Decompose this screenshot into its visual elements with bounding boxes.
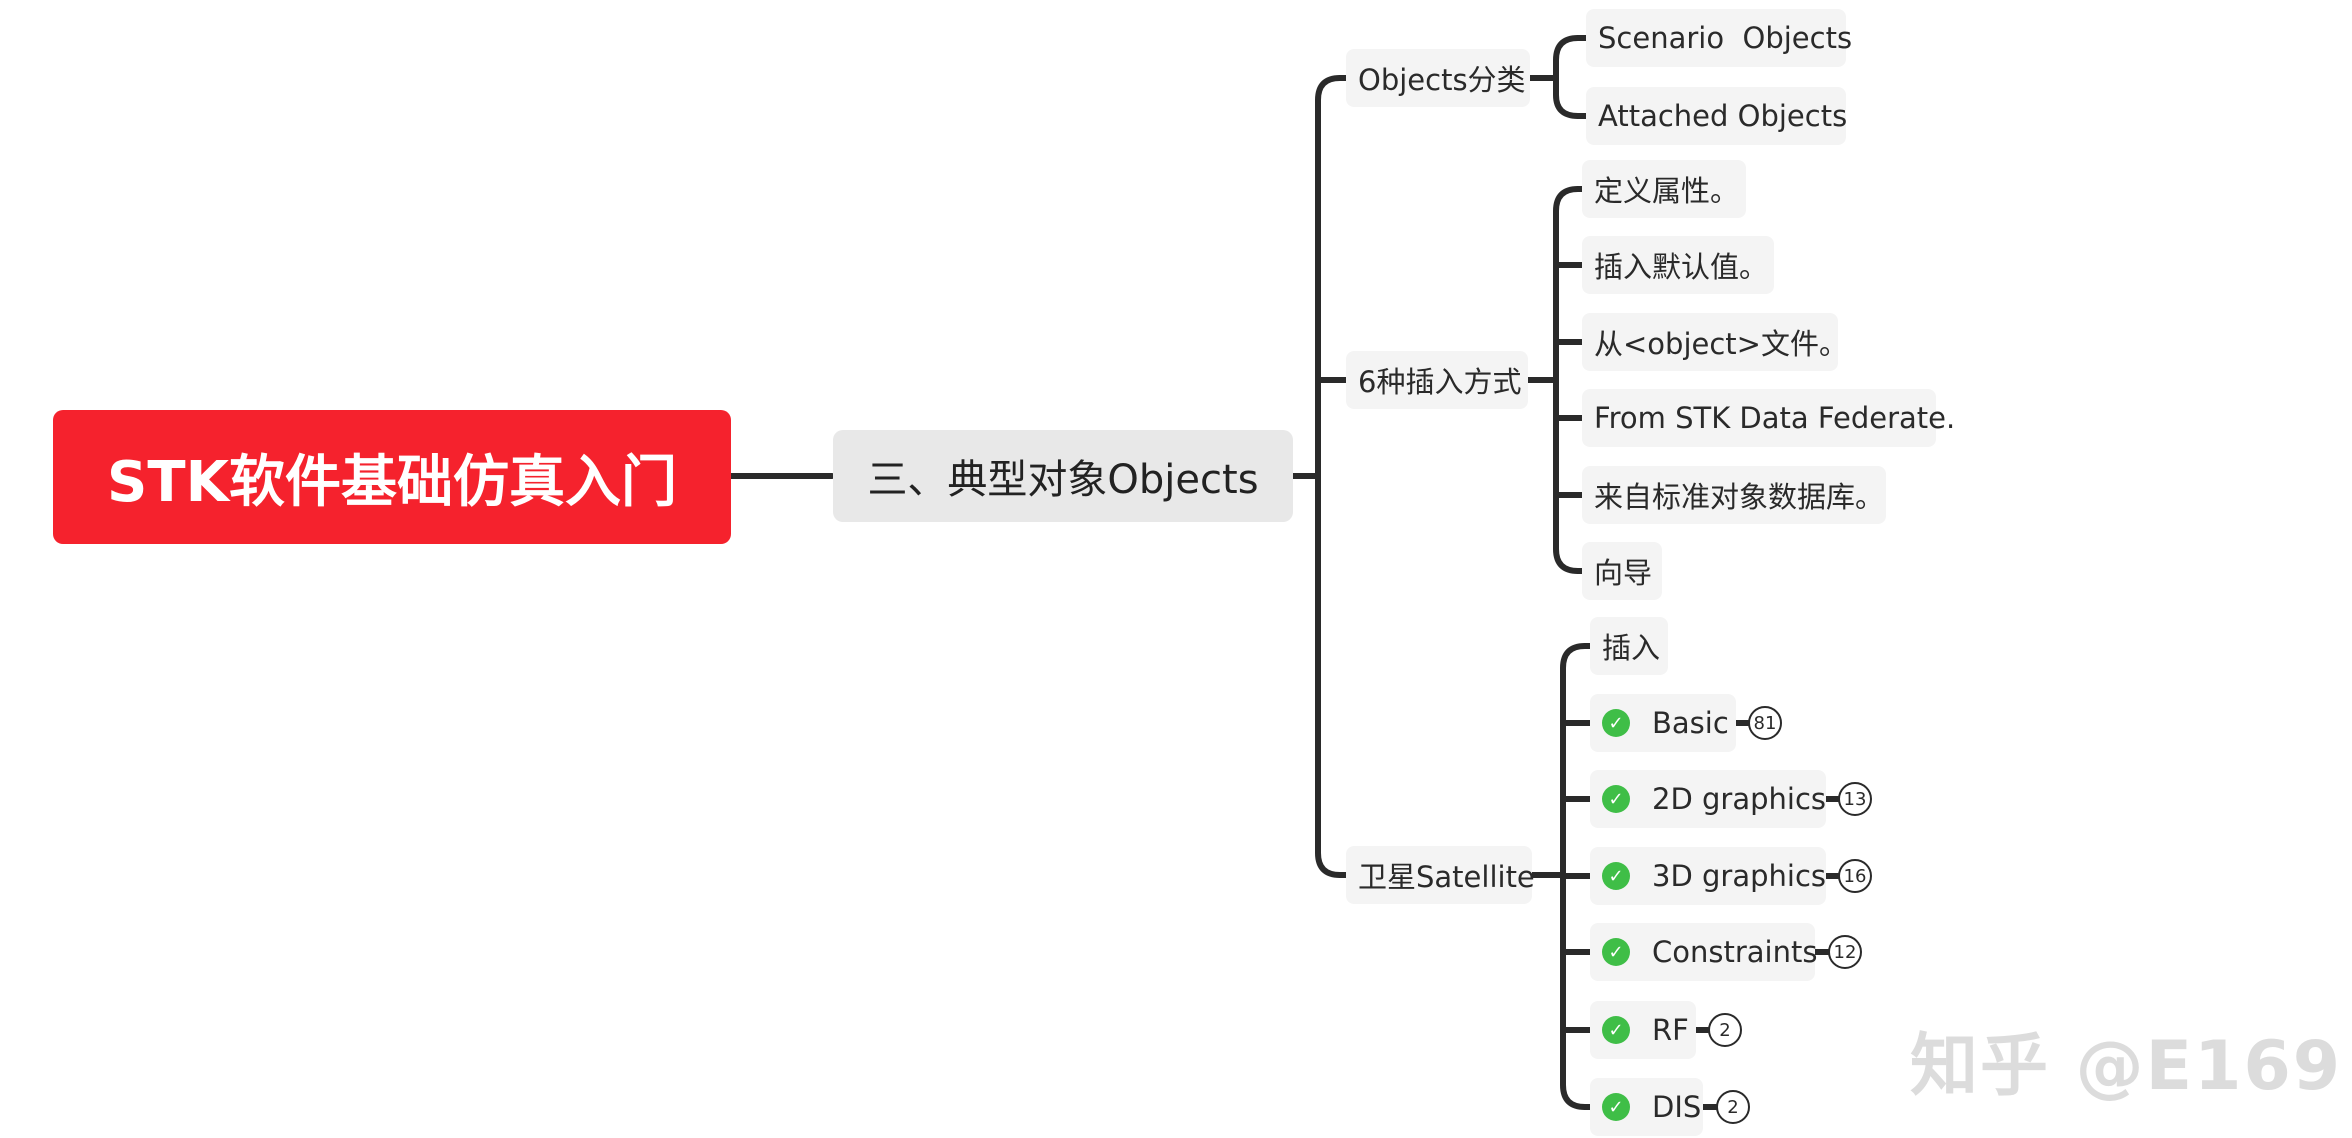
branch-label: 卫星Satellite <box>1358 860 1535 894</box>
leaf-label: RF <box>1652 1013 1689 1047</box>
branch-objects-classification[interactable]: Objects分类 <box>1346 49 1530 107</box>
branch-label: 6种插入方式 <box>1358 365 1522 399</box>
leaf-insert-method[interactable]: From STK Data Federate. <box>1582 389 1955 447</box>
count-badge[interactable]: 12 <box>1828 935 1862 969</box>
watermark: 知乎 @E169 <box>1910 1027 2343 1106</box>
leaf-satellite-constraints[interactable]: ✓ Constraints <box>1590 923 1818 981</box>
root-topic[interactable]: STK软件基础仿真入门 <box>53 410 731 544</box>
check-icon: ✓ <box>1602 709 1630 737</box>
main-topic-label: 三、典型对象Objects <box>867 457 1259 503</box>
leaf-satellite-3d-graphics[interactable]: ✓ 3D graphics <box>1590 847 1826 905</box>
check-icon: ✓ <box>1602 785 1630 813</box>
root-topic-label: STK软件基础仿真入门 <box>107 449 677 515</box>
leaf-label: Scenario Objects <box>1598 21 1853 55</box>
leaf-label: Constraints <box>1652 935 1818 969</box>
leaf-label: 2D graphics <box>1652 782 1826 816</box>
leaf-insert-method[interactable]: 来自标准对象数据库。 <box>1582 466 1886 524</box>
leaf-label: 插入默认值。 <box>1594 250 1769 284</box>
main-topic[interactable]: 三、典型对象Objects <box>833 430 1293 522</box>
leaf-label: 向导 <box>1594 556 1653 590</box>
leaf-label: Basic <box>1652 706 1729 740</box>
leaf-label: 3D graphics <box>1652 859 1826 893</box>
leaf-label: 定义属性。 <box>1594 174 1740 208</box>
leaf-attached-objects[interactable]: Attached Objects <box>1586 87 1848 145</box>
check-icon: ✓ <box>1602 1093 1630 1121</box>
leaf-satellite-dis[interactable]: ✓ DIS <box>1590 1078 1703 1136</box>
count-badge[interactable]: 2 <box>1716 1090 1750 1124</box>
leaf-satellite-rf[interactable]: ✓ RF <box>1590 1001 1696 1059</box>
leaf-label: 来自标准对象数据库。 <box>1594 480 1885 514</box>
leaf-label: From STK Data Federate. <box>1594 401 1956 435</box>
leaf-label: 插入 <box>1602 631 1661 665</box>
branch-label: Objects分类 <box>1358 63 1526 97</box>
count-badge[interactable]: 81 <box>1748 706 1782 740</box>
leaf-insert-method[interactable]: 定义属性。 <box>1582 160 1746 218</box>
branch-satellite[interactable]: 卫星Satellite <box>1346 846 1535 904</box>
count-badge[interactable]: 16 <box>1838 859 1872 893</box>
leaf-label: DIS <box>1652 1090 1702 1124</box>
count-badge[interactable]: 13 <box>1838 782 1872 816</box>
leaf-label: Attached Objects <box>1598 99 1848 133</box>
check-icon: ✓ <box>1602 938 1630 966</box>
leaf-scenario-objects[interactable]: Scenario Objects <box>1586 9 1852 67</box>
leaf-satellite-basic[interactable]: ✓ Basic <box>1590 694 1736 752</box>
branch-insert-methods[interactable]: 6种插入方式 <box>1346 351 1528 409</box>
leaf-insert-method[interactable]: 向导 <box>1582 542 1662 600</box>
check-icon: ✓ <box>1602 862 1630 890</box>
check-icon: ✓ <box>1602 1016 1630 1044</box>
leaf-insert-method[interactable]: 插入默认值。 <box>1582 236 1774 294</box>
leaf-satellite-2d-graphics[interactable]: ✓ 2D graphics <box>1590 770 1826 828</box>
leaf-label: 从<object>文件。 <box>1594 327 1848 361</box>
count-badge[interactable]: 2 <box>1708 1013 1742 1047</box>
leaf-satellite-insert[interactable]: 插入 <box>1590 617 1668 675</box>
leaf-insert-method[interactable]: 从<object>文件。 <box>1582 313 1848 371</box>
